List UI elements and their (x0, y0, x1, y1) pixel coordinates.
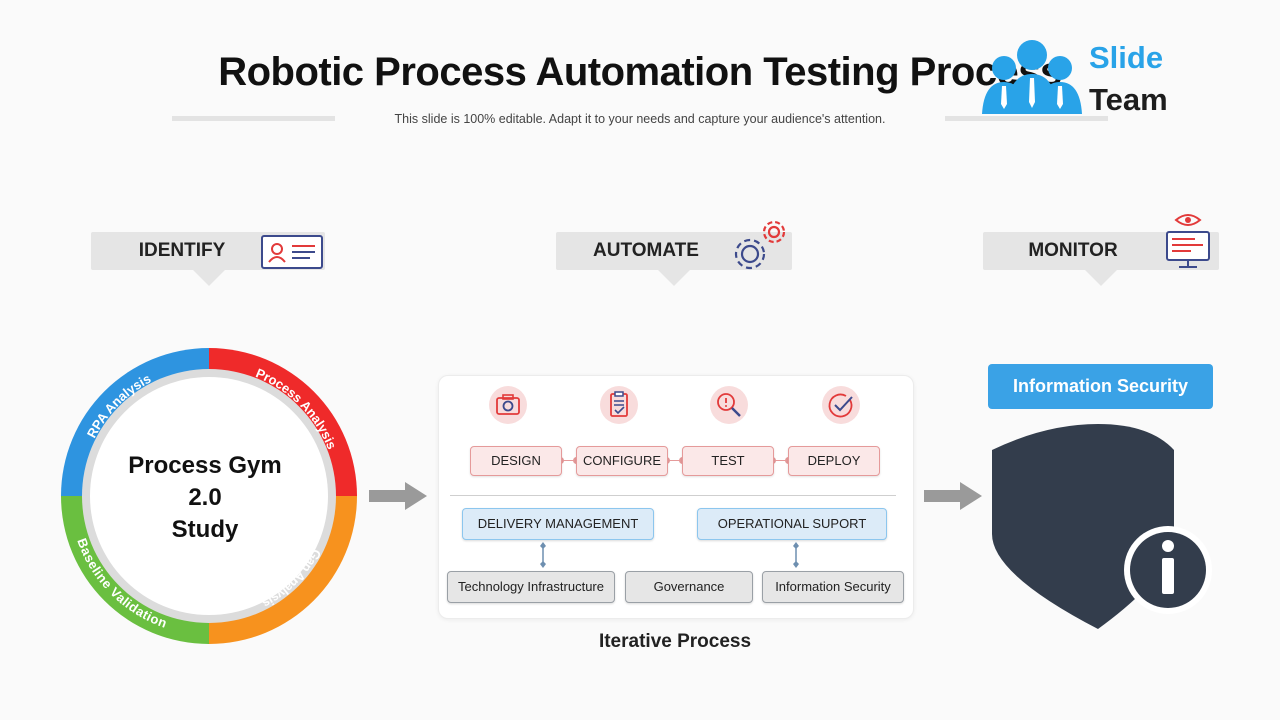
information-security-button[interactable]: Information Security (988, 364, 1213, 409)
slideteam-logo-icon (982, 40, 1082, 114)
gears-icon (734, 220, 786, 270)
logo-text-team: Team (1089, 82, 1168, 117)
step-configure: CONFIGURE (576, 446, 668, 476)
magnifier-icon (717, 393, 741, 417)
shield-info-icon (992, 424, 1212, 629)
card-divider (450, 495, 896, 496)
configure-step-icon (600, 386, 638, 424)
stage-monitor-pointer (1085, 270, 1117, 286)
title-rule-left (172, 116, 335, 121)
page-subtitle: This slide is 100% editable. Adapt it to… (394, 112, 886, 126)
delivery-management-box: DELIVERY MANAGEMENT (462, 508, 654, 540)
ring-center-line-1: Process Gym (128, 452, 281, 479)
id-card-icon (261, 235, 323, 269)
stage-monitor-label: MONITOR (1028, 240, 1118, 261)
information-security-box: Information Security (762, 571, 904, 603)
process-gym-ring: Process Analysis Gap Analysis Baseline V… (61, 348, 357, 644)
step-deploy: DEPLOY (788, 446, 880, 476)
step-test: TEST (682, 446, 774, 476)
stage-identify: IDENTIFY (91, 232, 325, 286)
stage-automate-label: AUTOMATE (593, 240, 699, 261)
test-step-icon (710, 386, 748, 424)
deploy-step-icon (822, 386, 860, 424)
design-step-icon (489, 386, 527, 424)
ring-center-line-3: Study (172, 516, 239, 543)
page-title: Robotic Process Automation Testing Proce… (218, 50, 1062, 94)
clipboard-icon (610, 391, 628, 417)
stage-monitor: MONITOR (983, 214, 1219, 286)
vertical-connector-icon (793, 542, 799, 568)
governance-box: Governance (625, 571, 753, 603)
camera-icon (496, 394, 520, 415)
vertical-connector-icon (540, 542, 546, 568)
step-connector (772, 460, 788, 461)
stage-automate-pointer (658, 270, 690, 286)
technology-infrastructure-box: Technology Infrastructure (447, 571, 615, 603)
arrow-right-icon (369, 482, 427, 510)
logo-text-slide: Slide (1089, 40, 1164, 75)
stage-identify-pointer (193, 270, 225, 286)
stage-automate: AUTOMATE (556, 220, 792, 286)
monitor-eye-icon (1166, 214, 1210, 268)
step-design: DESIGN (470, 446, 562, 476)
step-connector (561, 460, 577, 461)
title-rule-right (945, 116, 1108, 121)
iterative-process-caption: Iterative Process (598, 631, 752, 652)
arrow-right-icon (924, 482, 982, 510)
operational-support-box: OPERATIONAL SUPORT (697, 508, 887, 540)
ring-center-line-2: 2.0 (188, 484, 221, 511)
step-connector (666, 460, 682, 461)
stage-identify-label: IDENTIFY (138, 240, 226, 261)
check-circle-icon (828, 393, 853, 418)
